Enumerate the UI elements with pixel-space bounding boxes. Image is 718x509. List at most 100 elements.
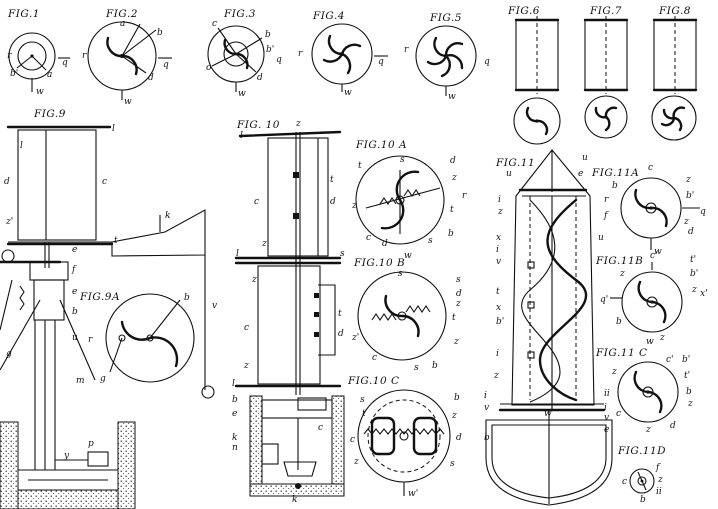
- fig11b-z: z: [619, 269, 625, 279]
- figure-7: FIG.7: [583, 5, 629, 139]
- fig4-w: w: [344, 88, 352, 98]
- fig10c-s2: s: [450, 459, 455, 469]
- fig3-b: b: [265, 30, 271, 40]
- fig11-e: e: [578, 169, 583, 179]
- fig10-b: b: [232, 395, 238, 405]
- figure-9: FIG.9 l d c l z' t: [0, 108, 217, 509]
- fig11a-b2: b': [686, 191, 694, 201]
- fig9a-label: FIG.9A: [79, 291, 120, 303]
- fig10-z2: z: [261, 239, 267, 249]
- fig10c-s: s: [360, 395, 365, 405]
- fig11c-z3: z: [645, 425, 651, 435]
- fig11b-x: x': [700, 289, 708, 299]
- fig5-w: w: [448, 92, 456, 102]
- figure-8: FIG.8: [651, 5, 698, 141]
- fig11c-d: d: [670, 421, 676, 431]
- fig10c-label: FIG.10 C: [347, 375, 400, 387]
- fig10a-label: FIG.10 A: [355, 139, 407, 151]
- fig11c-t: t': [684, 371, 690, 381]
- fig1-a: a: [47, 70, 52, 80]
- fig11-x2: x: [496, 303, 501, 313]
- fig11a-z: z: [685, 175, 691, 185]
- fig11c-c2: c: [616, 409, 621, 419]
- fig11c-z: z: [611, 367, 617, 377]
- fig11a-b: b: [612, 181, 618, 191]
- fig10-label: FIG. 10: [236, 119, 280, 131]
- fig10a-w: w: [404, 251, 412, 261]
- figure-2: FIG.2 r a b d q w: [82, 8, 172, 107]
- fig10c-d: d: [456, 433, 462, 443]
- fig11d-b: b: [640, 495, 646, 505]
- fig10a-c: c: [366, 233, 371, 243]
- fig9a-g: g: [100, 374, 106, 384]
- fig9-f: f: [71, 265, 77, 275]
- fig10b-z: z: [455, 299, 461, 309]
- fig10-s: s: [340, 249, 345, 259]
- fig11a-z2: z: [683, 217, 689, 227]
- fig9-e: e: [72, 245, 77, 255]
- fig2-a: a: [120, 19, 125, 29]
- fig9-u: u: [72, 333, 78, 343]
- fig11a-c: c: [648, 163, 653, 173]
- fig10a-b: b: [448, 229, 454, 239]
- figure-9a: FIG.9A r b g: [79, 291, 195, 384]
- fig11d-c: c: [622, 477, 627, 487]
- fig10-c: c: [254, 197, 259, 207]
- fig10-z4: z: [243, 361, 249, 371]
- fig4-label: FIG.4: [312, 10, 345, 22]
- fig11-i: i: [498, 195, 501, 205]
- fig3-label: FIG.3: [223, 8, 256, 20]
- fig10a-s: s: [400, 155, 405, 165]
- fig10c-w: w': [408, 489, 418, 499]
- fig11d-f: f: [655, 463, 661, 473]
- figure-11d: FIG.11D c f z ii b: [617, 445, 666, 505]
- fig11-i2: i: [496, 245, 499, 255]
- fig11c-label: FIG.11 C: [595, 347, 648, 359]
- figure-4: FIG.4 r q w: [298, 10, 388, 98]
- fig11c-b2: b: [686, 387, 692, 397]
- fig8-label: FIG.8: [658, 5, 691, 17]
- fig9-c: c: [102, 177, 107, 187]
- fig9-l: l: [20, 141, 23, 151]
- fig10c-z: z: [451, 411, 457, 421]
- fig9-p: p: [88, 439, 94, 449]
- fig9a-r: r: [88, 335, 93, 345]
- fig1-label: FIG.1: [7, 8, 40, 20]
- fig10c-z2: z: [353, 457, 359, 467]
- fig3-q: q: [276, 55, 282, 65]
- figure-11a: FIG.11A c z b b' r f q z d w: [591, 163, 706, 257]
- fig10-t2: t: [338, 309, 342, 319]
- fig11a-label: FIG.11A: [591, 167, 639, 179]
- fig9-y: y: [63, 451, 70, 461]
- fig11b-w: w: [646, 337, 654, 347]
- fig5-r: r: [404, 45, 409, 55]
- fig10c-t: t: [362, 409, 366, 419]
- fig2-d: d: [148, 73, 154, 83]
- fig11b-label: FIG.11B: [595, 255, 643, 267]
- fig2-b: b: [157, 28, 163, 38]
- fig10b-label: FIG.10 B: [353, 257, 405, 269]
- fig1-w: w: [36, 87, 44, 97]
- fig11-i5: i: [604, 403, 607, 413]
- fig4-r: r: [298, 49, 303, 59]
- fig11b-t: t': [690, 255, 696, 265]
- fig11a-q: q: [700, 207, 706, 217]
- fig11-w: w: [544, 409, 552, 419]
- fig5-q: q: [484, 57, 490, 67]
- figure-10: FIG. 10 l z c t d z l s z c t: [232, 119, 345, 505]
- fig10a-d2: d: [382, 239, 388, 249]
- fig11-z: z: [497, 207, 503, 217]
- fig10-t: t: [330, 175, 334, 185]
- fig10b-s2: s: [456, 275, 461, 285]
- fig10-k2: k: [292, 495, 297, 505]
- fig1-b: b': [10, 69, 18, 79]
- fig1-q: q: [62, 58, 68, 68]
- figure-5: FIG.5 r q w: [404, 12, 490, 102]
- fig3-w: w: [238, 89, 246, 99]
- fig10a-s2: s: [428, 236, 433, 246]
- fig11b-b2: b: [616, 317, 622, 327]
- figure-1: FIG.1 r q b' a w: [7, 8, 70, 97]
- fig11b-b: b': [690, 269, 698, 279]
- fig9-label: FIG.9: [33, 108, 66, 120]
- fig11-v2: v: [484, 403, 489, 413]
